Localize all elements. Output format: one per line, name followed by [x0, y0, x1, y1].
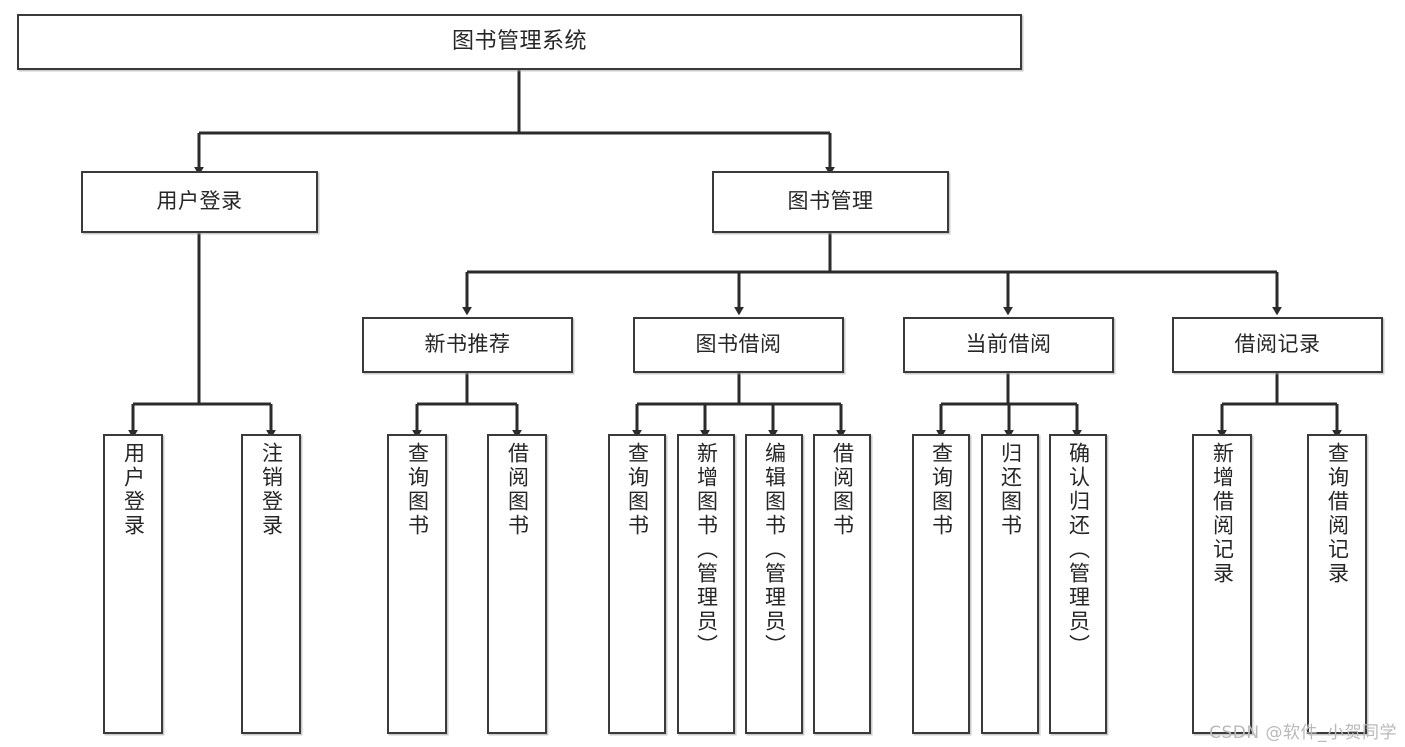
node-leaf-add-record[interactable]: 新增借阅记录	[1192, 434, 1252, 734]
node-leaf-user-login-label: 用户登录	[121, 442, 146, 538]
node-current-borrow-label: 当前借阅	[965, 332, 1052, 357]
node-leaf-borrow-book-2-label: 借阅图书	[830, 442, 855, 538]
node-leaf-query-record-label: 查询借阅记录	[1325, 442, 1350, 586]
node-leaf-return-book-label: 归还图书	[998, 442, 1023, 538]
node-leaf-query-book-3[interactable]: 查询图书	[912, 434, 970, 734]
node-leaf-borrow-book-2[interactable]: 借阅图书	[813, 434, 871, 734]
node-leaf-add-book-label: 新增图书（管理员）	[694, 442, 719, 658]
node-leaf-user-login[interactable]: 用户登录	[103, 434, 163, 734]
node-leaf-borrow-book-1[interactable]: 借阅图书	[487, 434, 547, 734]
node-leaf-borrow-book-1-label: 借阅图书	[505, 442, 530, 538]
node-book-manage-label: 图书管理	[787, 189, 874, 214]
node-root[interactable]: 图书管理系统	[17, 14, 1022, 70]
node-leaf-return-book[interactable]: 归还图书	[981, 434, 1039, 734]
node-user-login[interactable]: 用户登录	[81, 171, 318, 233]
node-leaf-query-book-2-label: 查询图书	[625, 442, 650, 538]
node-leaf-user-logout-label: 注销登录	[259, 442, 284, 538]
node-book-borrow[interactable]: 图书借阅	[633, 317, 844, 373]
node-leaf-query-book-1[interactable]: 查询图书	[387, 434, 447, 734]
node-leaf-confirm-return-label: 确认归还（管理员）	[1066, 442, 1091, 658]
node-leaf-user-logout[interactable]: 注销登录	[241, 434, 301, 734]
node-leaf-add-book[interactable]: 新增图书（管理员）	[677, 434, 735, 734]
node-new-book-recommend[interactable]: 新书推荐	[362, 317, 573, 373]
node-leaf-confirm-return[interactable]: 确认归还（管理员）	[1049, 434, 1107, 734]
node-current-borrow[interactable]: 当前借阅	[903, 317, 1114, 373]
node-borrow-record-label: 借阅记录	[1234, 332, 1321, 357]
node-borrow-record[interactable]: 借阅记录	[1172, 317, 1383, 373]
node-new-book-recommend-label: 新书推荐	[424, 332, 511, 357]
node-leaf-query-record[interactable]: 查询借阅记录	[1307, 434, 1367, 734]
node-leaf-edit-book-label: 编辑图书（管理员）	[762, 442, 787, 658]
node-leaf-add-record-label: 新增借阅记录	[1210, 442, 1235, 586]
csdn-watermark: CSDN @软件_小贺同学	[1209, 723, 1397, 743]
node-root-label: 图书管理系统	[451, 28, 587, 54]
node-user-login-label: 用户登录	[156, 189, 243, 214]
node-leaf-query-book-3-label: 查询图书	[929, 442, 954, 538]
node-book-manage[interactable]: 图书管理	[712, 171, 949, 233]
node-leaf-query-book-2[interactable]: 查询图书	[608, 434, 666, 734]
node-book-borrow-label: 图书借阅	[695, 332, 782, 357]
node-leaf-edit-book[interactable]: 编辑图书（管理员）	[745, 434, 803, 734]
node-leaf-query-book-1-label: 查询图书	[405, 442, 430, 538]
